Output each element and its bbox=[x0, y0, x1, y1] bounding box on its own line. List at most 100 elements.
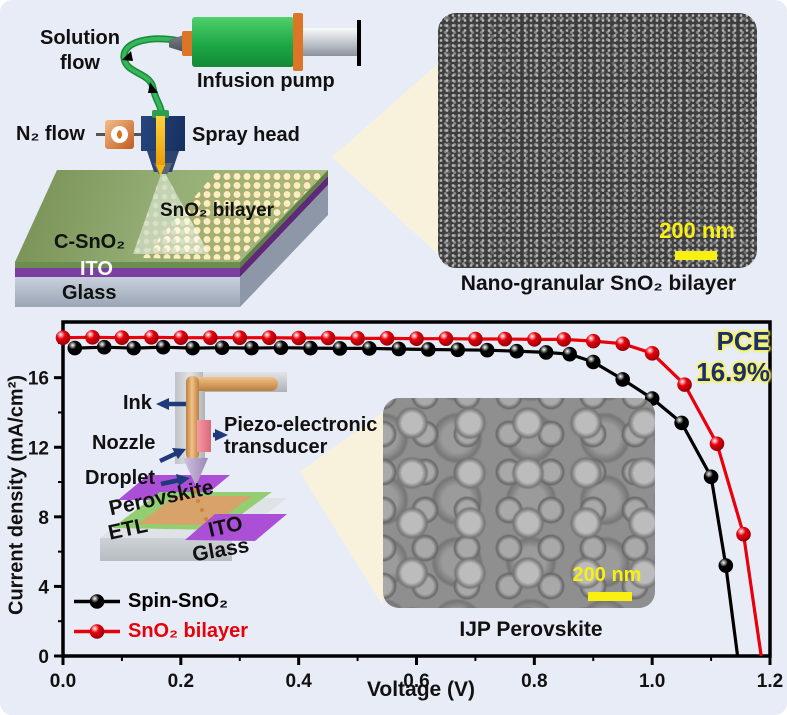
series-marker-0 bbox=[509, 343, 524, 359]
series-marker-0 bbox=[332, 341, 348, 356]
droplet-trail-dot bbox=[196, 499, 200, 503]
series-marker-1 bbox=[55, 330, 71, 345]
c-sno2-label: C-SnO₂ bbox=[54, 231, 126, 253]
series-marker-1 bbox=[527, 332, 542, 347]
ito-label: ITO bbox=[80, 258, 113, 280]
series-marker-1 bbox=[409, 331, 424, 346]
series-marker-1 bbox=[736, 526, 751, 542]
series-marker-1 bbox=[468, 331, 483, 347]
n2-line bbox=[96, 133, 105, 136]
series-marker-0 bbox=[244, 340, 259, 356]
solution-tube-inner bbox=[121, 36, 187, 118]
x-tick-label: 0.4 bbox=[285, 671, 312, 692]
piezo-transducer-label-line2: transducer bbox=[224, 436, 328, 458]
inkjet-droplet bbox=[192, 488, 198, 494]
substrate-front-ito bbox=[15, 268, 240, 277]
spray-head-channel-tip bbox=[156, 165, 165, 176]
sno2-bilayer-label: SnO₂ bilayer bbox=[160, 200, 275, 221]
series-marker-0 bbox=[479, 342, 495, 358]
chart-legend: Spin-SnO₂ SnO₂ bilayer bbox=[72, 586, 248, 646]
tube-flow-arrow-2 bbox=[148, 82, 158, 93]
infusion-pump-barrel bbox=[192, 17, 294, 67]
x-tick-label: 1.0 bbox=[639, 671, 665, 692]
legend-label-1: SnO₂ bilayer bbox=[128, 619, 249, 642]
substrate-front-csno2 bbox=[15, 262, 240, 268]
series-marker-0 bbox=[273, 340, 289, 356]
n2-line-2 bbox=[134, 133, 142, 136]
droplet-trail-dot bbox=[204, 517, 208, 521]
series-marker-1 bbox=[644, 346, 660, 361]
infusion-pump-plunger bbox=[303, 28, 358, 56]
n2-flow-label: N₂ flow bbox=[16, 123, 85, 145]
legend-item-0: Spin-SnO₂ bbox=[72, 586, 248, 616]
spray-head-inlet bbox=[152, 110, 169, 118]
series-marker-1 bbox=[320, 330, 336, 346]
series-marker-0 bbox=[96, 339, 112, 355]
series-marker-1 bbox=[615, 336, 631, 352]
inkjet-piezo-block bbox=[197, 420, 211, 452]
infusion-pump-tip bbox=[169, 35, 184, 52]
series-marker-0 bbox=[126, 340, 141, 356]
series-marker-1 bbox=[202, 330, 218, 345]
substrate-front-glass bbox=[15, 277, 240, 307]
sem-top-caption: Nano-granular SnO₂ bilayer bbox=[460, 272, 737, 295]
droplet-trail-dot bbox=[200, 508, 204, 512]
series-marker-1 bbox=[291, 330, 306, 346]
glass-label: Glass bbox=[62, 282, 117, 304]
series-marker-0 bbox=[615, 372, 631, 387]
sem-top-scalebar-label: 200 nm bbox=[659, 218, 735, 243]
pce-value: 16.9% bbox=[696, 357, 770, 388]
zoom-cone-bottom bbox=[300, 412, 383, 606]
ink-label: Ink bbox=[123, 392, 152, 414]
series-marker-0 bbox=[303, 340, 318, 356]
infusion-pump-label: Infusion pump bbox=[197, 70, 335, 92]
sem-top-scalebar bbox=[675, 251, 717, 260]
sem-inset-scalebar-label: 200 nm bbox=[572, 564, 642, 586]
series-marker-1 bbox=[261, 330, 277, 345]
x-tick-label: 0.0 bbox=[50, 671, 76, 692]
infusion-pump-ring bbox=[182, 31, 193, 56]
series-marker-0 bbox=[718, 558, 734, 573]
sem-top-image: 200 nm bbox=[438, 13, 757, 268]
x-axis-label: Voltage (V) bbox=[366, 678, 476, 701]
series-marker-1 bbox=[114, 330, 130, 345]
series-marker-1 bbox=[173, 330, 189, 345]
series-marker-1 bbox=[438, 331, 454, 346]
series-marker-0 bbox=[420, 342, 436, 357]
x-tick-label: 1.2 bbox=[757, 671, 783, 692]
y-tick-label: 4 bbox=[38, 577, 49, 598]
spray-head-label: Spray head bbox=[192, 124, 300, 146]
sem-inset-scalebar bbox=[588, 592, 632, 601]
series-marker-1 bbox=[350, 331, 365, 346]
series-marker-1 bbox=[497, 331, 513, 347]
tube-flow-arrow-1 bbox=[122, 51, 133, 61]
pce-annotation: PCE 16.9% bbox=[640, 326, 770, 388]
series-marker-1 bbox=[556, 332, 572, 347]
series-marker-1 bbox=[709, 436, 725, 452]
spray-head-channel bbox=[156, 116, 165, 166]
series-marker-1 bbox=[677, 377, 692, 392]
inkjet-ink-tube-horizontal bbox=[193, 377, 278, 391]
y-tick-label: 8 bbox=[38, 508, 49, 529]
inkjet-glass-front bbox=[100, 538, 232, 561]
nozzle-label: Nozzle bbox=[92, 432, 156, 454]
pce-label: PCE bbox=[716, 326, 770, 356]
series-marker-0 bbox=[391, 341, 407, 357]
series-marker-0 bbox=[585, 354, 601, 370]
y-tick-label: 0 bbox=[38, 647, 49, 668]
series-marker-1 bbox=[144, 330, 159, 345]
y-tick-label: 16 bbox=[28, 369, 49, 390]
legend-item-1: SnO₂ bilayer bbox=[72, 616, 248, 646]
piezo-transducer-label-line1: Piezo-electronic bbox=[224, 414, 378, 436]
series-marker-0 bbox=[562, 346, 577, 362]
series-marker-0 bbox=[214, 340, 230, 356]
series-marker-0 bbox=[450, 342, 466, 358]
x-tick-label: 0.8 bbox=[521, 671, 547, 692]
sem-inset-caption: IJP Perovskite bbox=[459, 618, 603, 641]
series-marker-1 bbox=[85, 330, 100, 345]
solution-flow-label: Solution flow bbox=[40, 27, 120, 74]
zoom-cone-top bbox=[332, 62, 440, 256]
